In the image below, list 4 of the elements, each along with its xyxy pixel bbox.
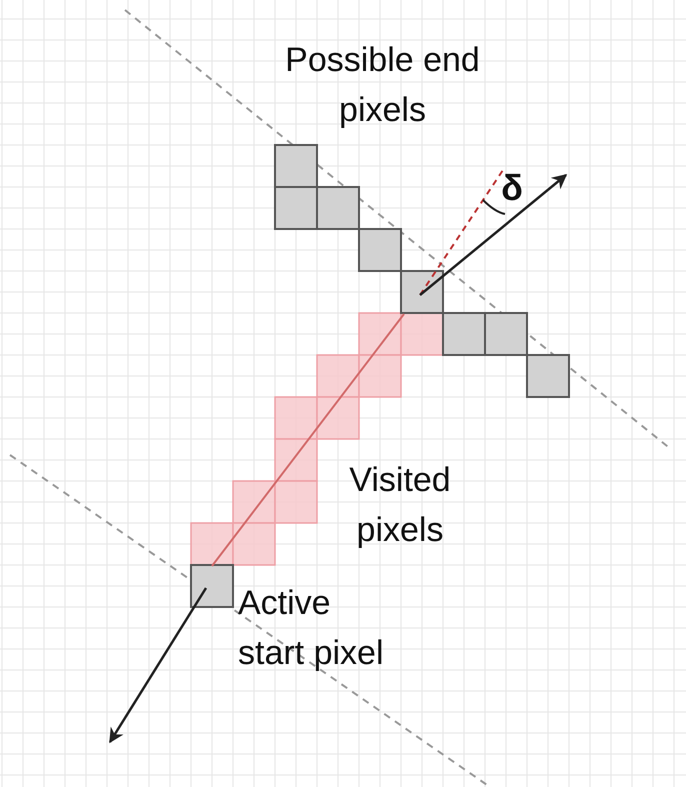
angle-symbol: δ: [500, 166, 524, 210]
annotation-label: Active start pixel: [238, 583, 384, 674]
annotation-label: Visited pixels: [348, 460, 452, 551]
annotation-label: Possible end pixels: [284, 40, 481, 131]
